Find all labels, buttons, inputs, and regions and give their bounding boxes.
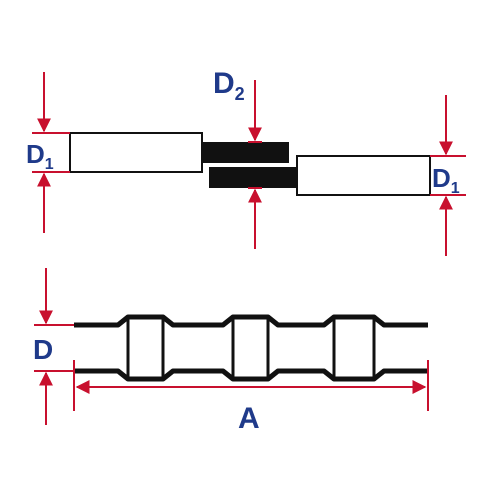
a-label: A: [238, 402, 260, 435]
bottom-figure: [74, 314, 428, 382]
d2-dimension: D2: [213, 67, 262, 249]
lower-connector-sleeve: [209, 167, 297, 188]
a-dimension: A: [73, 360, 429, 435]
tube-outline-bottom: [74, 368, 428, 382]
right-tube: [296, 155, 431, 196]
top-figure: [69, 132, 431, 196]
d-dimension: D: [33, 268, 74, 425]
d1-right-dimension: D1: [430, 95, 466, 256]
d1-left-dimension: D1: [26, 72, 70, 233]
d2-label: D2: [213, 67, 245, 104]
d1-left-label: D1: [26, 139, 54, 173]
upper-connector-sleeve: [203, 142, 289, 163]
tube-outline-top: [74, 314, 428, 328]
d-label: D: [33, 334, 53, 365]
d1-right-label: D1: [432, 163, 460, 197]
left-tube: [69, 132, 203, 173]
